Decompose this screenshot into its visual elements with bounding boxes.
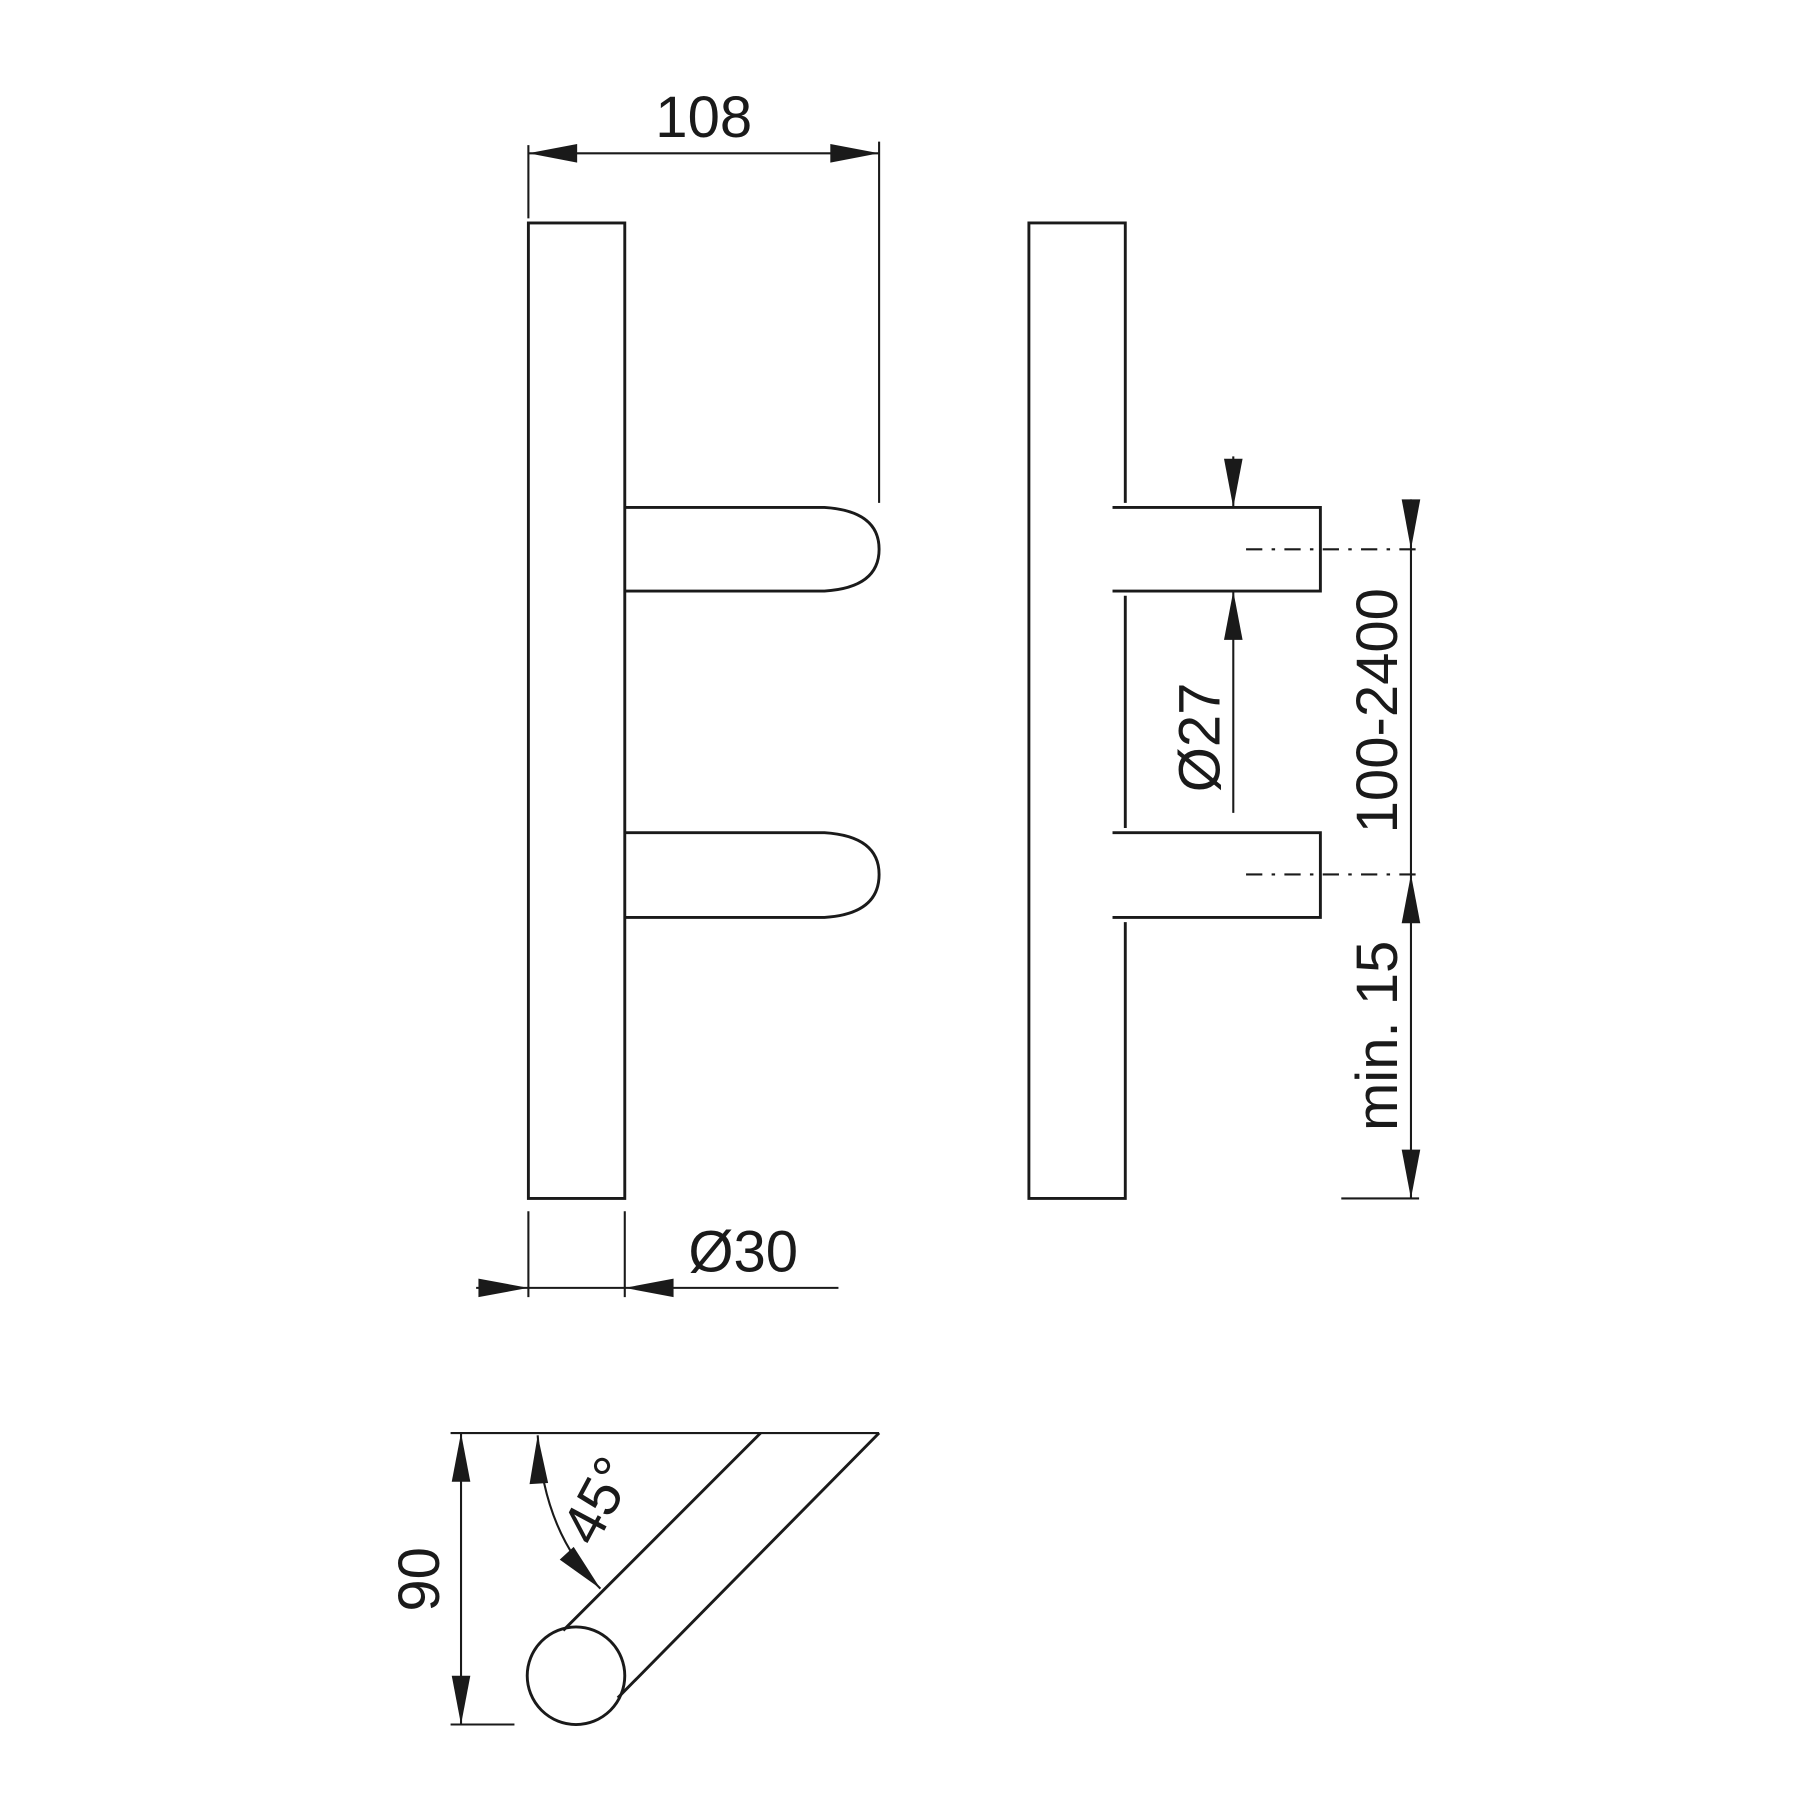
dimension-label-pin-diameter: Ø27 [1167,683,1232,793]
dimension-108: 108 [527,85,881,503]
handle-bar [526,221,627,1200]
pin-front-top [1112,506,1322,593]
bar-cross-section [525,1625,627,1726]
dimension-offset-height: 90 [387,1433,515,1726]
side-view: 108 Ø30 [476,85,881,1298]
pin-front-bottom [1112,831,1322,919]
dimension-label-bar-diameter: Ø30 [688,1220,798,1285]
front-view: Ø27 100-2400 min. 15 [1027,221,1421,1200]
dimension-label-offset-height: 90 [387,1547,452,1612]
dimension-bar-diameter: Ø30 [476,1211,839,1298]
handle-bar-front [1027,221,1127,1200]
dimension-label-end-overhang: min. 15 [1345,941,1410,1131]
dimension-label-projection: 108 [655,85,752,150]
dimension-pin-diameter: Ø27 [1167,456,1243,813]
top-view: 90 45° [387,1431,881,1726]
dimension-spacing: 100-2400 min. 15 [1341,499,1421,1200]
dimension-label-center-distance: 100-2400 [1345,588,1410,833]
mounting-pin-bottom [624,831,881,919]
mounting-pin-top [624,506,881,593]
